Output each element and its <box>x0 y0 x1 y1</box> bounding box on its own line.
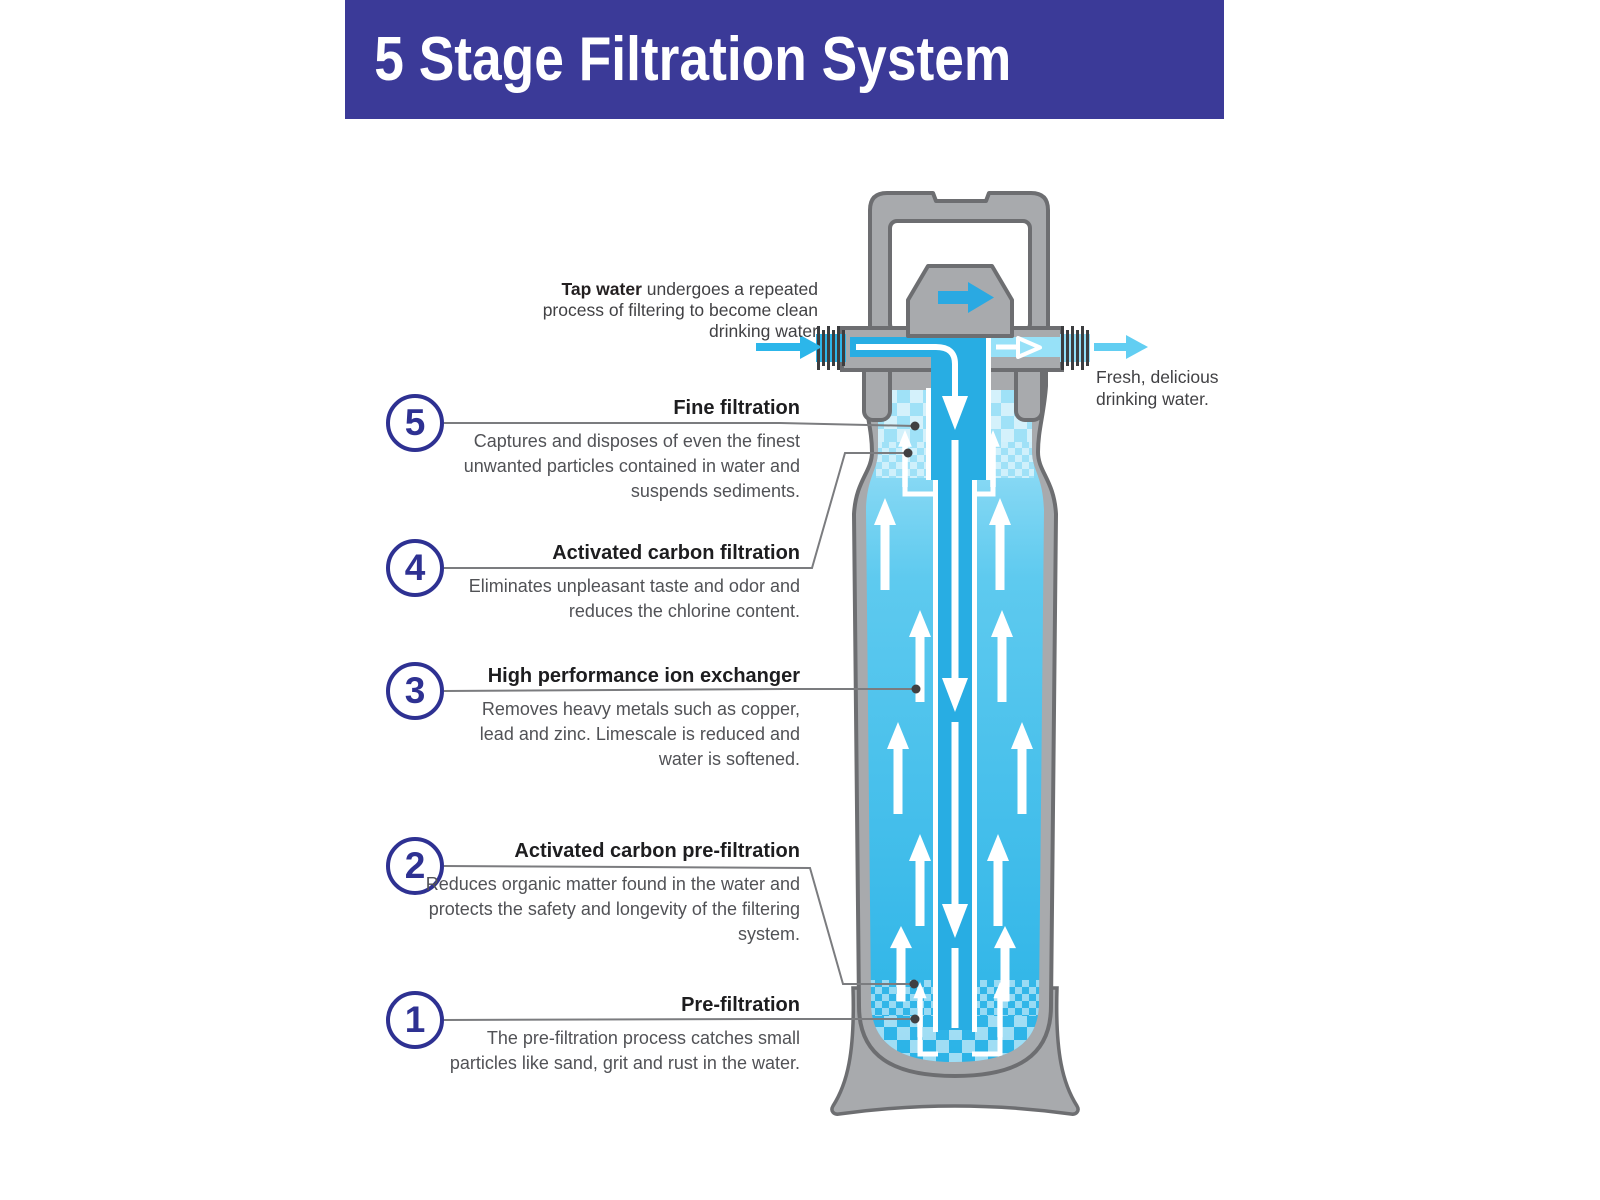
tap-water-note: Tap water undergoes a repeated process o… <box>542 279 818 341</box>
tap-water-inlet-arrow-icon <box>756 335 822 359</box>
stage-5-description: Captures and disposes of even the finest… <box>463 431 800 501</box>
leader-lines <box>443 422 916 1021</box>
stage-3-callout: 3 High performance ion exchanger Removes… <box>386 662 800 782</box>
handle-flow-arrow-icon <box>938 282 994 313</box>
stage-3-title: High performance ion exchanger <box>487 665 800 687</box>
fresh-water-note: Fresh, delicious drinking water. <box>1096 367 1219 409</box>
outlet-channel <box>991 337 1060 357</box>
stage-4-title: Activated carbon filtration <box>552 542 800 564</box>
stage-2-number-badge: 2 <box>386 837 444 895</box>
stage-1-callout: 1 Pre-filtration The pre-filtration proc… <box>386 991 800 1111</box>
leader-dots <box>903 421 921 1024</box>
clean-water-outlet-arrow-icon <box>1094 335 1148 359</box>
header-banner: 5 Stage Filtration System <box>345 0 1224 119</box>
stage-3-description: Removes heavy metals such as copper, lea… <box>479 699 800 769</box>
tap-water-bold: Tap water <box>561 279 642 299</box>
stage-1-number-badge: 1 <box>386 991 444 1049</box>
outlet-thread <box>1060 326 1090 370</box>
stage-2-title: Activated carbon pre-filtration <box>514 840 800 862</box>
stage-3-number-badge: 3 <box>386 662 444 720</box>
outlet-flow-arrow-icon <box>996 336 1042 359</box>
stage-4-number-badge: 4 <box>386 539 444 597</box>
stage-4-description: Eliminates unpleasant taste and odor and… <box>468 576 800 621</box>
stage-5-title: Fine filtration <box>673 397 800 419</box>
stage-5-callout: 5 Fine filtration Captures and disposes … <box>386 394 800 514</box>
stage-2-callout: 2 Activated carbon pre-filtration Reduce… <box>386 837 800 957</box>
inlet-thread <box>816 326 846 370</box>
stage-1-title: Pre-filtration <box>681 994 800 1016</box>
upward-flow-arrows <box>874 430 1033 1057</box>
page-title: 5 Stage Filtration System <box>374 25 1012 94</box>
stage-4-callout: 4 Activated carbon filtration Eliminates… <box>386 539 800 659</box>
stage-2-description: Reduces organic matter found in the wate… <box>425 874 800 944</box>
downward-flow-line <box>856 344 968 1028</box>
stage-5-number-badge: 5 <box>386 394 444 452</box>
stage-1-description: The pre-filtration process catches small… <box>449 1028 800 1073</box>
